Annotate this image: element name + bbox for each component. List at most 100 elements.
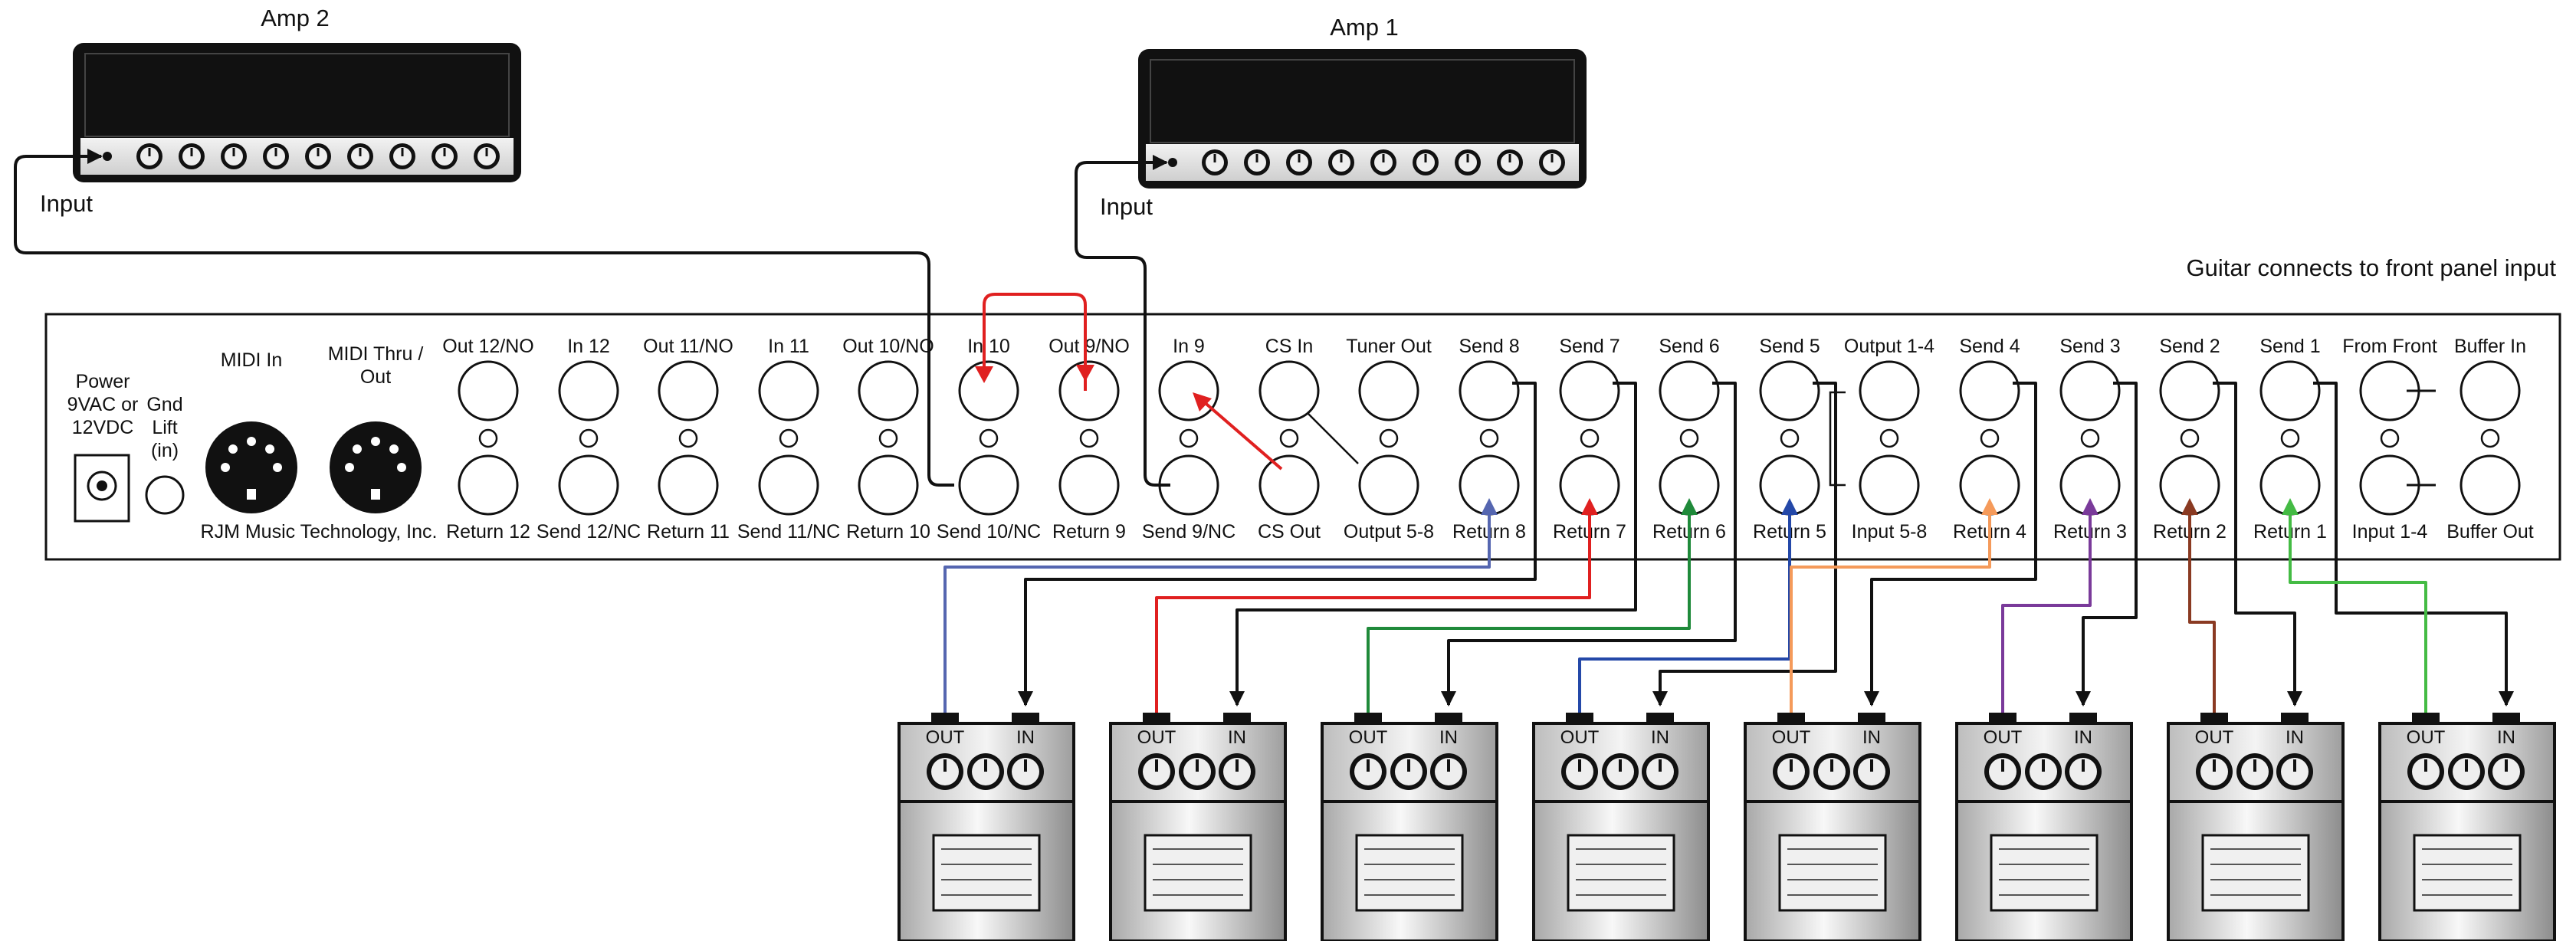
pedal-footswitch[interactable] [2413, 834, 2522, 912]
jack-top[interactable] [1158, 360, 1219, 421]
amp-knob[interactable] [389, 143, 415, 169]
pedal-footswitch[interactable] [1778, 834, 1887, 912]
jack-bottom[interactable] [458, 454, 519, 516]
pedal-out-label: OUT [1560, 727, 1600, 748]
jack-bottom[interactable] [1058, 454, 1120, 516]
jack-top-label: Tuner Out [1346, 336, 1432, 357]
power-section: Power 9VAC or 12VDC [67, 371, 138, 523]
jack-top[interactable] [1859, 360, 1920, 421]
cable-send-7-to-pedal-in [1229, 382, 1637, 707]
amp-2-knobs [136, 143, 500, 169]
jack-top-label: Send 3 [2059, 336, 2120, 357]
jack-bottom[interactable] [1859, 454, 1920, 516]
midi-in-port[interactable] [205, 421, 297, 513]
jack-top[interactable] [1358, 360, 1419, 421]
jack-top[interactable] [858, 360, 919, 421]
jack-bottom[interactable] [1358, 454, 1419, 516]
jack-top[interactable] [458, 360, 519, 421]
jack-top[interactable] [1459, 360, 1520, 421]
pedal-footswitch[interactable] [1355, 834, 1464, 912]
amp-knob[interactable] [263, 143, 289, 169]
gnd-lift-switch[interactable] [145, 475, 185, 515]
jack-top[interactable] [1659, 360, 1720, 421]
jack-top[interactable] [2059, 360, 2121, 421]
jack-top[interactable] [558, 360, 619, 421]
pedal-in-label: IN [1228, 727, 1246, 748]
jack-top-label: Send 7 [1559, 336, 1619, 357]
jack-top[interactable] [1258, 360, 1320, 421]
jack-top-label: Output 1-4 [1844, 336, 1934, 357]
amp-knob[interactable] [1370, 149, 1396, 175]
jack-led [2280, 428, 2300, 448]
amp-knob[interactable] [179, 143, 205, 169]
amp-knob[interactable] [1497, 149, 1523, 175]
midi-pin [397, 463, 406, 472]
jack-led [1179, 428, 1199, 448]
amp-knob[interactable] [221, 143, 247, 169]
jack-top[interactable] [758, 360, 819, 421]
pedal-footswitch[interactable] [932, 834, 1041, 912]
jack-led [2380, 428, 2400, 448]
jack-bottom[interactable] [958, 454, 1019, 516]
jack-bottom[interactable] [858, 454, 919, 516]
amp-knob[interactable] [1202, 149, 1228, 175]
arrow-return-6 [1681, 498, 1698, 515]
jack-bottom-label: Send 12/NC [537, 521, 641, 543]
midi-thru-port[interactable] [330, 421, 422, 513]
midi-pin [371, 437, 380, 446]
jack-bottom[interactable] [758, 454, 819, 516]
pedal-in-label: IN [1016, 727, 1035, 748]
amp-knob[interactable] [1244, 149, 1270, 175]
jack-top[interactable] [2460, 360, 2521, 421]
jack-top[interactable] [1959, 360, 2020, 421]
jack-top[interactable] [958, 360, 1019, 421]
amp-knob[interactable] [1328, 149, 1354, 175]
pedal-footswitch[interactable] [1990, 834, 2099, 912]
cable-pedal-out-to-return-3 [2001, 506, 2092, 713]
amp-knob[interactable] [432, 143, 458, 169]
arrow-return-1 [2282, 498, 2299, 515]
jack-top[interactable] [2259, 360, 2321, 421]
pedal-footswitch[interactable] [2201, 834, 2310, 912]
arrow-return-2 [2181, 498, 2198, 515]
amp-knob[interactable] [136, 143, 162, 169]
rack-outline [44, 313, 2561, 561]
amp-1-input-jack[interactable] [1168, 158, 1177, 167]
amp-knob[interactable] [1286, 149, 1312, 175]
jack-top[interactable] [2159, 360, 2220, 421]
power-jack-pin [97, 480, 107, 491]
gnd-lift-label-line-3: (in) [151, 440, 179, 461]
pedal-footswitch[interactable] [1144, 834, 1252, 912]
jack-led [979, 428, 999, 448]
amp-knob[interactable] [1539, 149, 1565, 175]
amp-knob[interactable] [474, 143, 500, 169]
amp-knob[interactable] [1413, 149, 1439, 175]
jack-bottom[interactable] [658, 454, 719, 516]
jack-bottom[interactable] [2460, 454, 2521, 516]
cable-send-4-to-pedal-in [1864, 382, 2037, 707]
jack-bottom-label: Input 1-4 [2352, 521, 2428, 543]
amp-knob[interactable] [347, 143, 373, 169]
midi-pin [345, 463, 354, 472]
midi-pin [389, 444, 399, 454]
midi-thru-section: MIDI Thru / Out [328, 343, 423, 513]
jack-top[interactable] [1058, 360, 1120, 421]
jack-bottom[interactable] [1258, 454, 1320, 516]
amp-knob[interactable] [305, 143, 331, 169]
pedal-footswitch[interactable] [1567, 834, 1675, 912]
amp-knob[interactable] [1455, 149, 1481, 175]
jack-top[interactable] [1759, 360, 1820, 421]
jack-bottom[interactable] [558, 454, 619, 516]
jack-led [779, 428, 799, 448]
jack-top[interactable] [1559, 360, 1620, 421]
jack-top[interactable] [658, 360, 719, 421]
jack-led [2480, 428, 2500, 448]
amp-2-input-jack[interactable] [103, 152, 112, 161]
cable-pedal-out-to-return-8 [943, 506, 1491, 713]
maker-label: RJM Music Technology, Inc. [201, 521, 438, 543]
midi-pin [228, 444, 238, 454]
